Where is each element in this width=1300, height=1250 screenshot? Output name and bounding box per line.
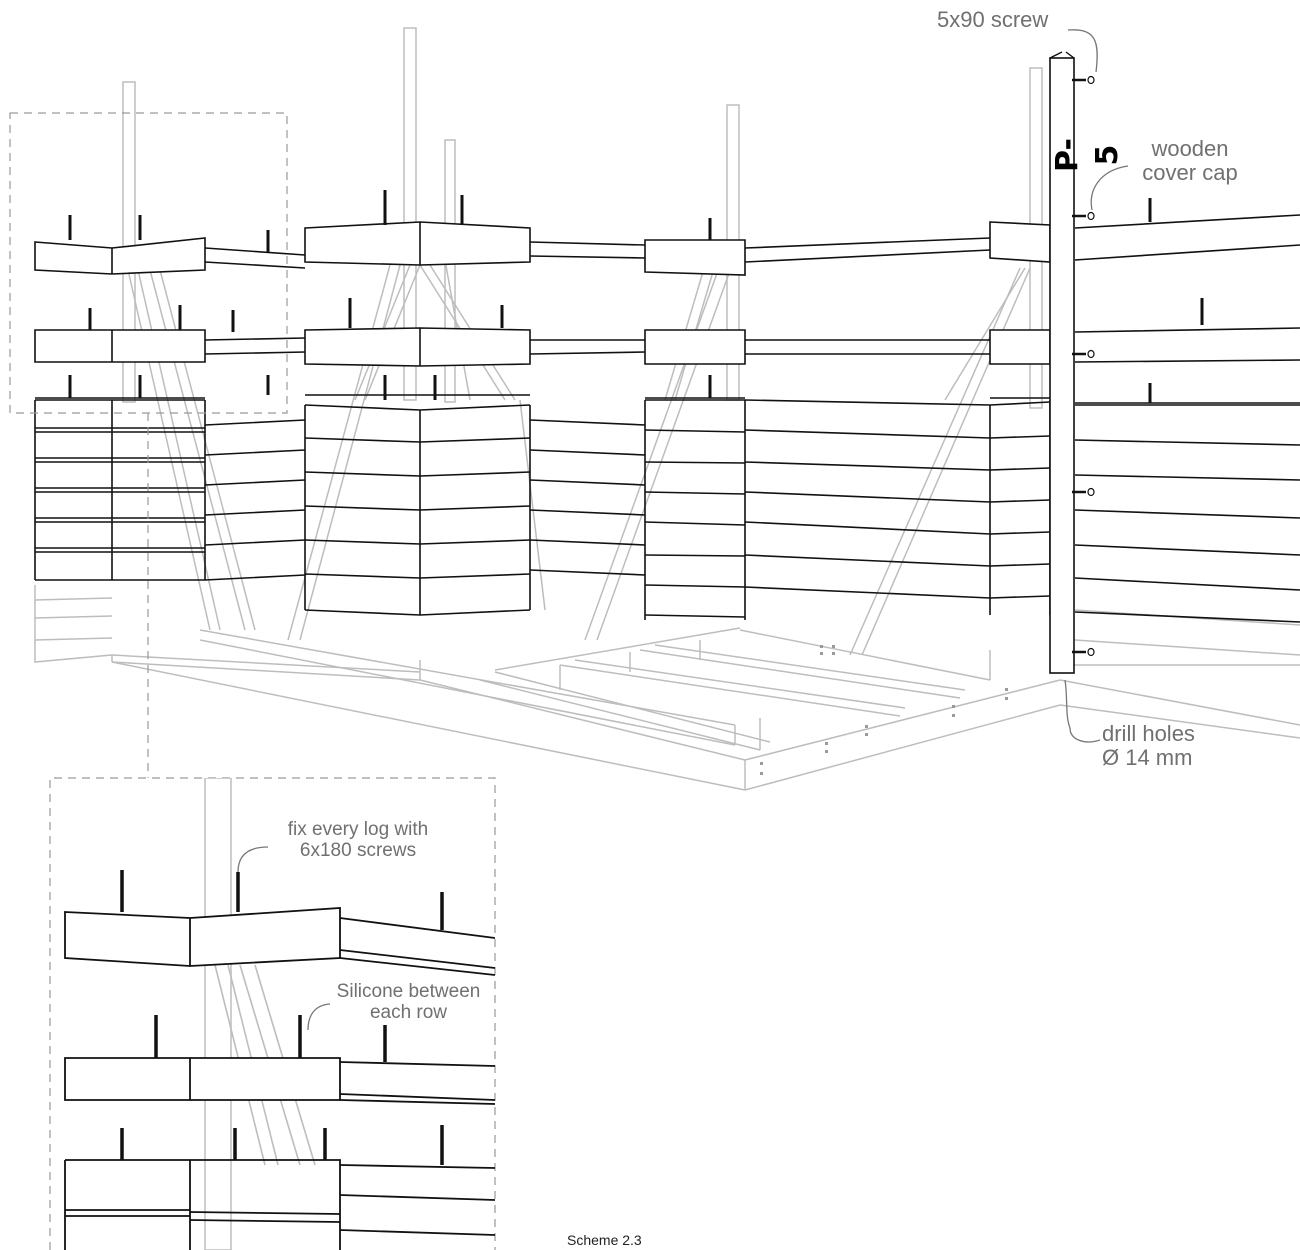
log-screws bbox=[68, 190, 1204, 403]
leader-lines bbox=[237, 29, 1129, 1031]
post-p5 bbox=[1049, 51, 1095, 674]
silicone-label-line2: each row bbox=[369, 1001, 448, 1023]
drill-holes-label-line1: drill holes bbox=[1102, 721, 1195, 746]
top-log-rows bbox=[34, 214, 1300, 404]
fix-screws-label-line1: fix every log with bbox=[287, 819, 429, 840]
anchor-holes bbox=[760, 645, 1008, 775]
detail-callouts bbox=[9, 112, 496, 1250]
wall-logs bbox=[34, 399, 1300, 623]
silicone-label: Silicone between each row bbox=[326, 981, 491, 1024]
cover-cap-label-line1: wooden bbox=[1151, 136, 1229, 161]
fix-screws-label: fix every log with 6x180 screws bbox=[258, 819, 458, 862]
diagonal-braces bbox=[127, 259, 1031, 656]
fix-screws-label-line2: 6x180 screws bbox=[299, 839, 417, 861]
vertical-posts bbox=[122, 27, 1043, 409]
cover-cap-label: wooden cover cap bbox=[1120, 136, 1260, 186]
silicone-label-line1: Silicone between bbox=[336, 981, 481, 1002]
drill-holes-label: drill holes Ø 14 mm bbox=[1102, 721, 1195, 771]
detail-enlargement bbox=[64, 778, 495, 1250]
scheme-caption: Scheme 2.3 bbox=[567, 1232, 642, 1248]
cover-cap-label-line2: cover cap bbox=[1142, 160, 1238, 186]
screw-5x90-label: 5x90 screw bbox=[937, 7, 1049, 32]
drill-holes-label-line2: Ø 14 mm bbox=[1102, 745, 1193, 771]
foundation-frame bbox=[34, 585, 1300, 791]
post-label-p5: P-5 bbox=[1050, 138, 1125, 172]
